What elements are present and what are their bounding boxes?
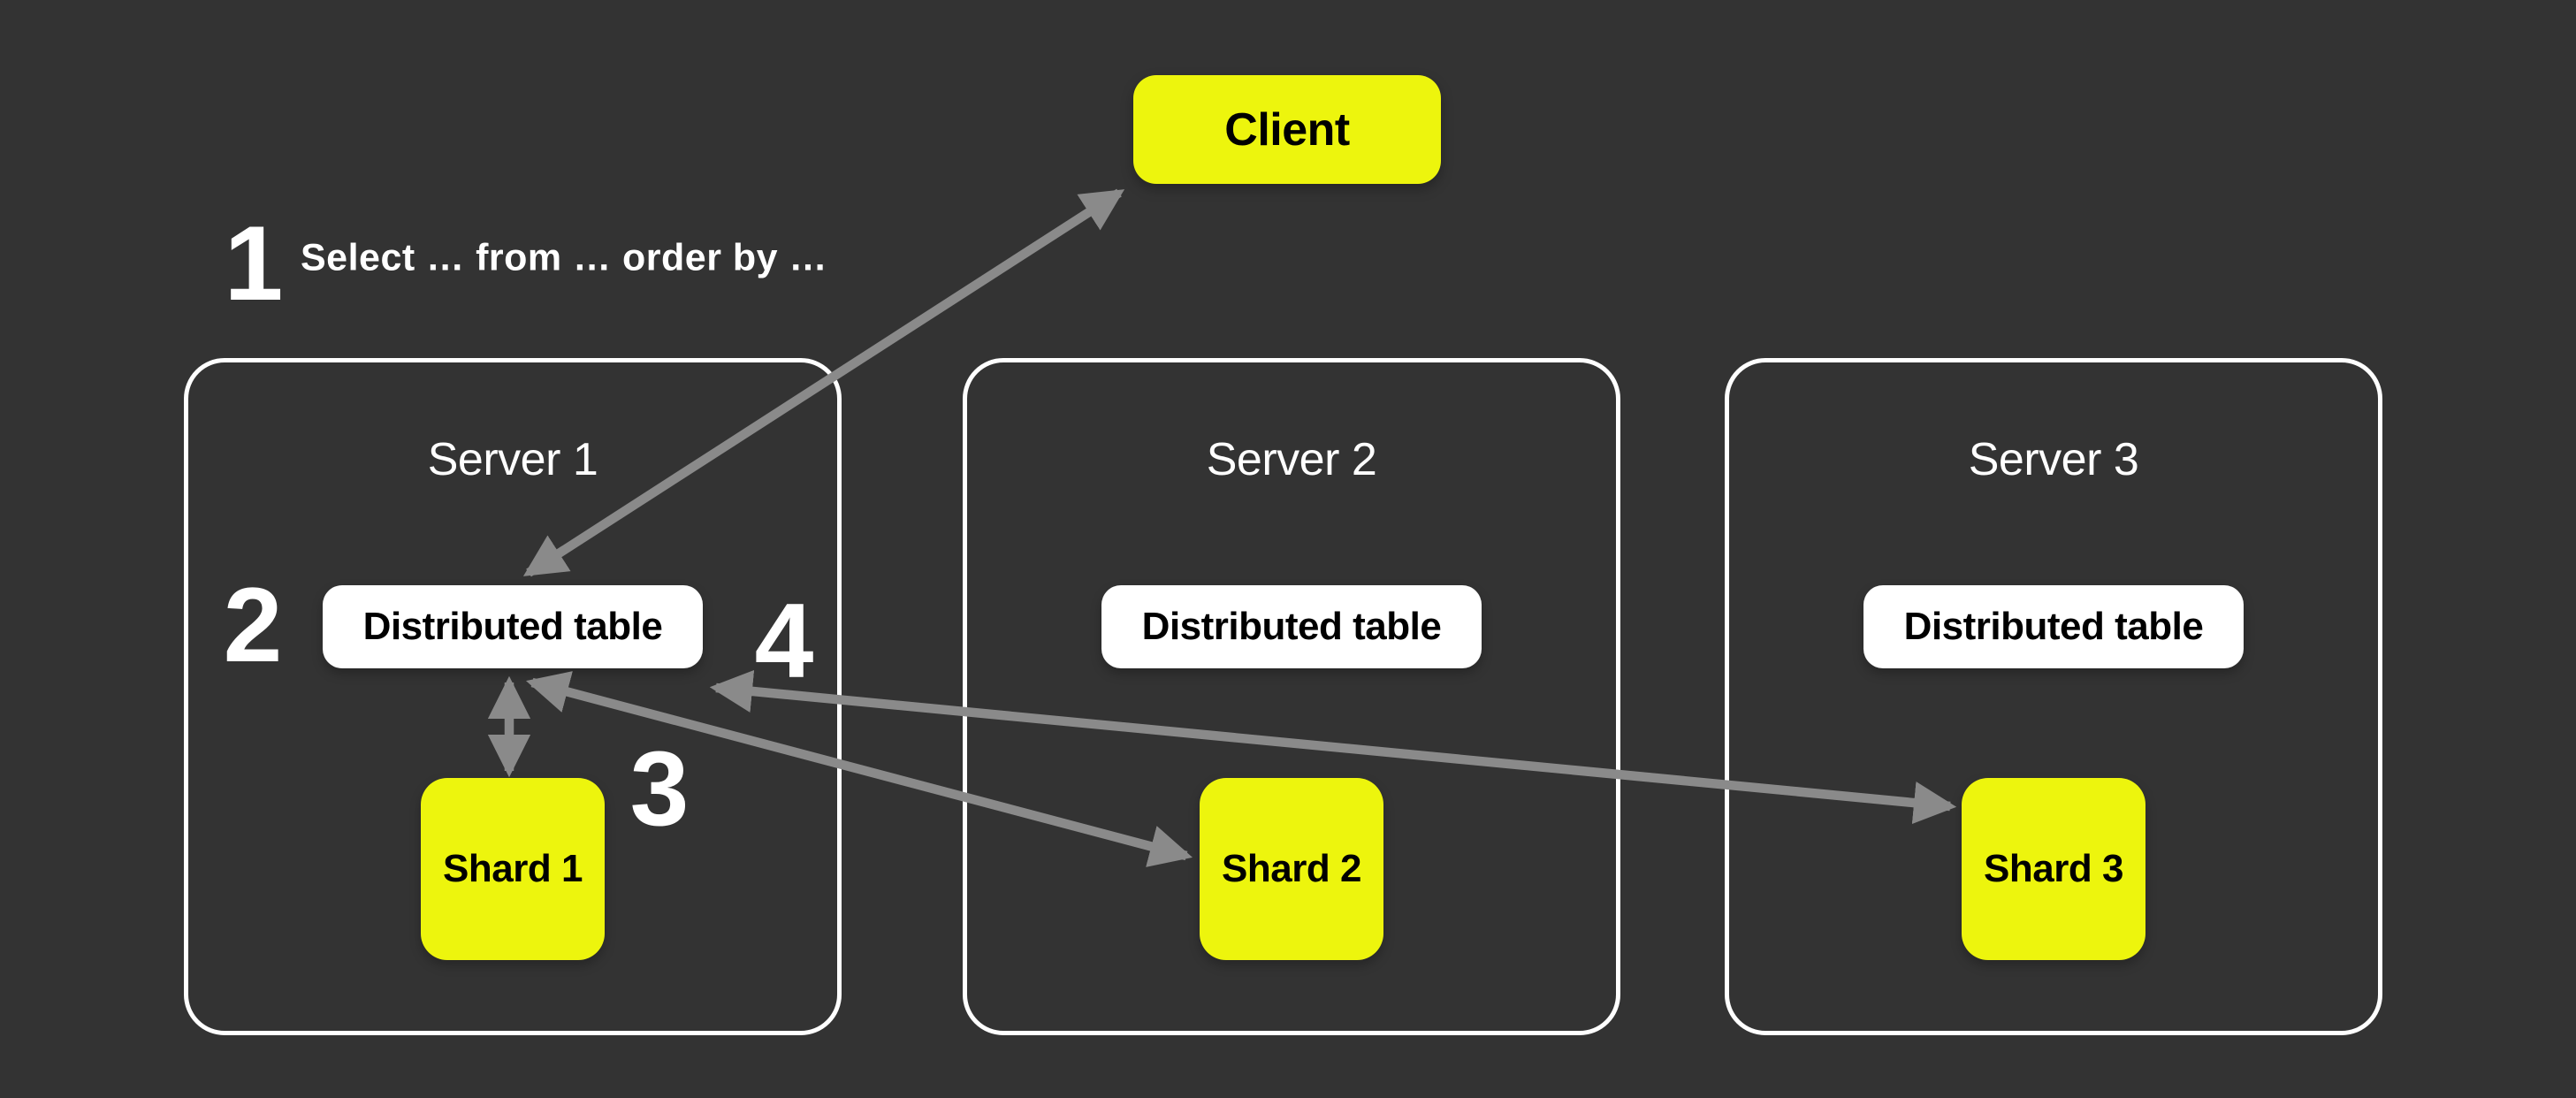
server-1-shard: Shard 1: [421, 778, 605, 960]
step-2-number: 2: [223, 566, 283, 684]
server-1-shard-label: Shard 1: [443, 847, 583, 890]
server-2-panel: Server 2 Distributed table Shard 2: [963, 358, 1620, 1035]
server-3-shard-label: Shard 3: [1984, 847, 2123, 890]
server-2-distributed-table-label: Distributed table: [1141, 605, 1442, 648]
server-1-distributed-table-label: Distributed table: [362, 605, 663, 648]
server-3-distributed-table-label: Distributed table: [1903, 605, 2204, 648]
client-node: Client: [1133, 75, 1441, 184]
server-2-distributed-table: Distributed table: [1101, 585, 1482, 668]
server-2-shard: Shard 2: [1200, 778, 1383, 960]
server-1-panel: Server 1 Distributed table Shard 1: [184, 358, 842, 1035]
server-3-panel: Server 3 Distributed table Shard 3: [1725, 358, 2382, 1035]
server-2-shard-label: Shard 2: [1222, 847, 1361, 890]
step-3-number: 3: [629, 729, 690, 848]
server-3-shard: Shard 3: [1962, 778, 2145, 960]
server-2-title: Server 2: [1206, 434, 1377, 485]
client-label: Client: [1224, 103, 1350, 156]
server-3-distributed-table: Distributed table: [1863, 585, 2244, 668]
step-1-number: 1: [224, 204, 284, 323]
query-annotation: Select … from … order by …: [301, 236, 828, 279]
server-1-title: Server 1: [427, 434, 598, 485]
server-1-distributed-table: Distributed table: [323, 585, 703, 668]
step-4-number: 4: [754, 582, 814, 700]
server-3-title: Server 3: [1968, 434, 2139, 485]
